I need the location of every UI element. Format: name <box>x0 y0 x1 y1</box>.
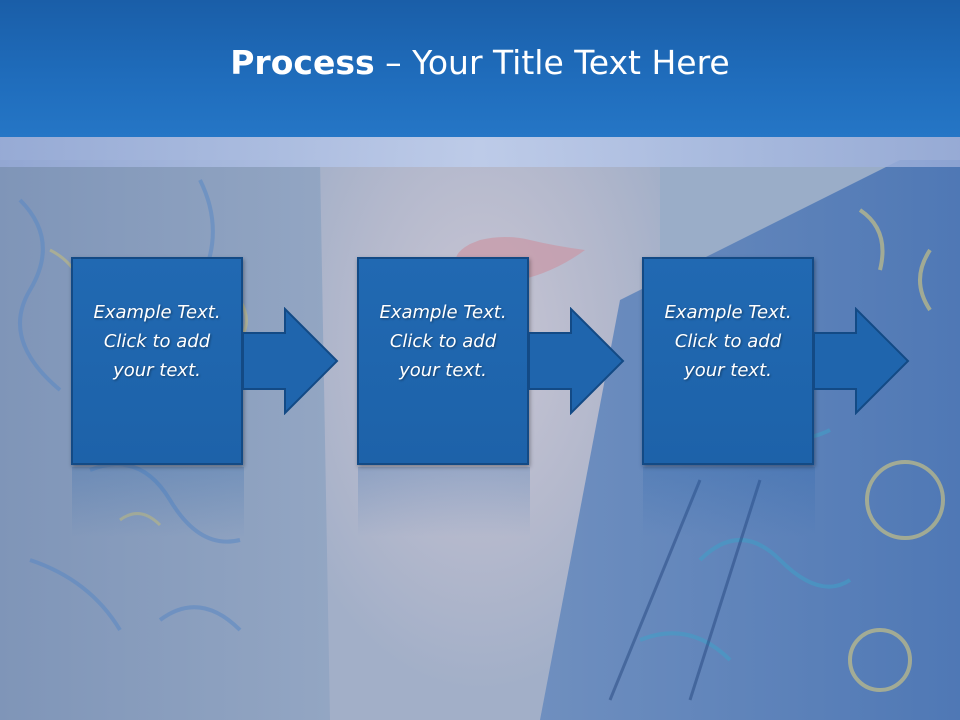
step-3-box[interactable]: Example Text. Click to add your text. <box>642 257 814 465</box>
step-2-reflection <box>358 467 530 537</box>
step-2-text[interactable]: Example Text. Click to add your text. <box>379 301 507 381</box>
slide-title[interactable]: Process – Your Title Text Here <box>230 43 729 82</box>
slide-title-rest: – Your Title Text Here <box>374 43 730 82</box>
step-2-arrow-icon <box>529 307 625 415</box>
title-bar: Process – Your Title Text Here <box>0 0 960 137</box>
step-1-reflection <box>72 467 244 537</box>
step-2-box[interactable]: Example Text. Click to add your text. <box>357 257 529 465</box>
title-sub-band <box>0 137 960 167</box>
step-3-reflection <box>643 467 815 537</box>
step-1-text[interactable]: Example Text. Click to add your text. <box>93 301 221 381</box>
step-3-text[interactable]: Example Text. Click to add your text. <box>664 301 792 381</box>
slide-title-bold: Process <box>230 43 375 82</box>
step-1-box[interactable]: Example Text. Click to add your text. <box>71 257 243 465</box>
step-1-arrow-icon <box>243 307 339 415</box>
step-3-arrow-icon <box>814 307 910 415</box>
